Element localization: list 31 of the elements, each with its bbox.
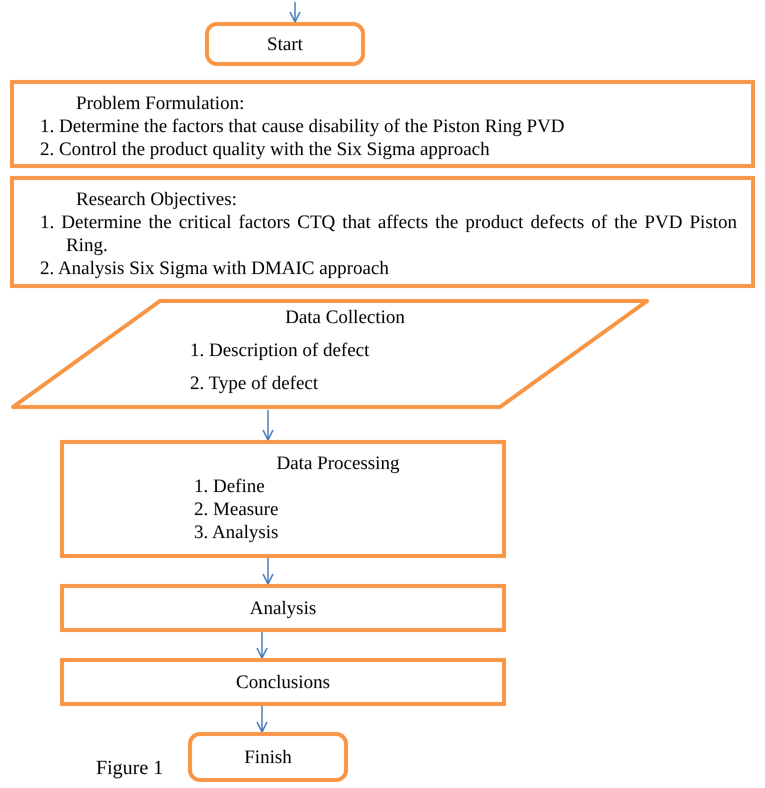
node-label: Finish	[244, 746, 292, 768]
process-box	[60, 584, 506, 632]
terminal-box	[205, 22, 365, 66]
arrow	[289, 2, 301, 23]
list-item: 2. Type of defect	[190, 372, 320, 395]
process-box	[60, 658, 506, 706]
node-heading: Problem Formulation:	[76, 92, 246, 115]
process-box	[60, 440, 506, 558]
node-heading: Data Collection	[284, 306, 406, 329]
list-item: 2. Control the product quality with the Six Sigma approach	[40, 138, 491, 161]
arrow	[262, 410, 274, 441]
list-item: 1. Define	[194, 475, 266, 498]
terminal-box	[188, 732, 348, 782]
node-label: Analysis	[250, 596, 316, 620]
node-label: Start	[267, 32, 303, 56]
list-item: 3. Analysis	[194, 521, 280, 544]
process-box	[10, 80, 755, 168]
figure-caption: Figure 1	[96, 757, 164, 780]
node-heading: Data Processing	[276, 452, 400, 475]
list-item: 1. Determine the critical factors CTQ that affects the product defects of the PVD Piston Ring.	[40, 211, 737, 257]
process-box	[10, 176, 755, 288]
node-heading: Research Objectives:	[76, 188, 238, 211]
arrow	[256, 706, 268, 733]
arrow	[262, 558, 274, 585]
list-item: 1. Description of defect	[190, 339, 370, 362]
arrow	[256, 632, 268, 659]
node-label: Conclusions	[236, 670, 330, 694]
list-item: 2. Measure	[194, 498, 280, 521]
data-parallelogram	[10, 298, 650, 410]
list-item: 2. Analysis Six Sigma with DMAIC approach	[40, 257, 390, 280]
list-item: 1. Determine the factors that cause disability of the Piston Ring PVD	[40, 115, 566, 138]
